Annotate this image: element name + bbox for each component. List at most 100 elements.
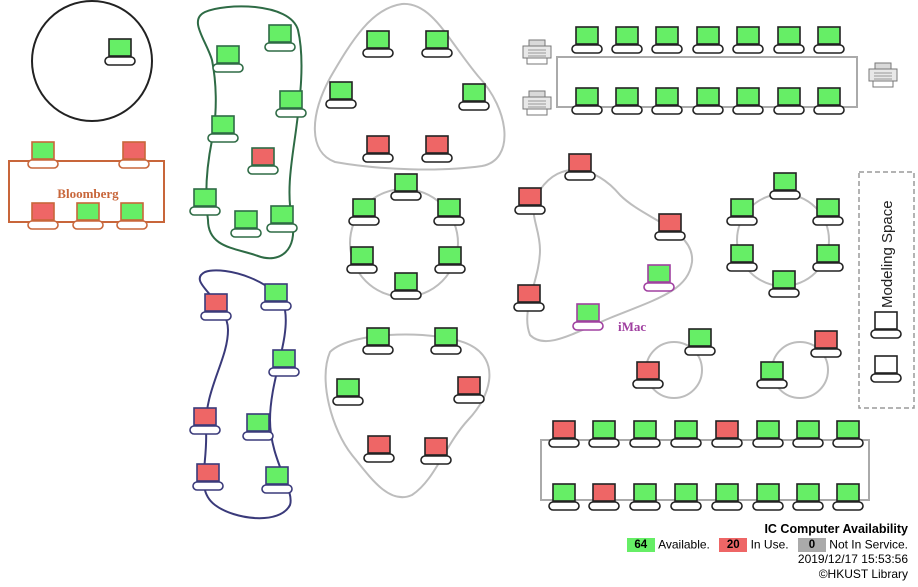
workstation-row-bot-9[interactable] [548,483,580,511]
workstation-row-top-4[interactable] [692,26,724,54]
workstation-modeling-2[interactable] [870,355,902,383]
workstation-row-bot-15[interactable] [792,483,824,511]
workstation-blue-2[interactable] [260,283,292,311]
workstation-tri-b-6[interactable] [420,437,452,465]
workstation-tri-a-6[interactable] [421,135,453,163]
workstation-row-top-2[interactable] [611,26,643,54]
workstation-blue-5[interactable] [242,413,274,441]
workstation-pair-b-2[interactable] [756,361,788,389]
workstation-hex-b-4[interactable] [726,244,758,272]
workstation-imac-4[interactable] [513,284,545,312]
workstation-row-bot-11[interactable] [629,483,661,511]
workstation-bloomberg-4[interactable] [72,202,104,230]
workstation-pair-a-2[interactable] [632,361,664,389]
legend-title: IC Computer Availability [764,522,908,536]
workstation-hex-b-3[interactable] [812,198,844,226]
monitor [816,244,840,263]
workstation-row-bot-6[interactable] [752,420,784,448]
monitor [438,246,462,265]
workstation-tri-a-1[interactable] [362,30,394,58]
workstation-row-top-13[interactable] [773,87,805,115]
printer-2-icon [522,90,552,116]
workstation-green-2[interactable] [212,45,244,73]
monitor [836,420,860,439]
workstation-tri-a-4[interactable] [458,83,490,111]
workstation-green-5[interactable] [247,147,279,175]
monitor [576,303,600,322]
keyboard [692,105,724,115]
workstation-hex-b-2[interactable] [726,198,758,226]
workstation-pair-b-1[interactable] [810,330,842,358]
workstation-imac-5[interactable] [643,264,675,292]
workstation-tri-b-4[interactable] [453,376,485,404]
workstation-green-1[interactable] [264,24,296,52]
workstation-row-bot-13[interactable] [711,483,743,511]
workstation-green-4[interactable] [207,115,239,143]
workstation-bloomberg-5[interactable] [116,202,148,230]
workstation-row-top-6[interactable] [773,26,805,54]
keyboard [773,44,805,54]
workstation-row-bot-14[interactable] [752,483,784,511]
workstation-blue-3[interactable] [268,349,300,377]
workstation-imac-6[interactable] [572,303,604,331]
workstation-tri-a-3[interactable] [325,81,357,109]
workstation-pair-a-1[interactable] [684,328,716,356]
workstation-hex-b-5[interactable] [812,244,844,272]
workstation-row-top-9[interactable] [611,87,643,115]
not-in-service-count-badge: 0 [797,537,826,552]
workstation-green-7[interactable] [266,205,298,233]
workstation-bloomberg-3[interactable] [27,202,59,230]
workstation-hex-b-1[interactable] [769,172,801,200]
keyboard [362,345,394,355]
workstation-blue-7[interactable] [261,466,293,494]
workstation-modeling-1[interactable] [870,311,902,339]
workstation-tri-b-3[interactable] [332,378,364,406]
workstation-row-top-7[interactable] [813,26,845,54]
workstation-row-bot-3[interactable] [629,420,661,448]
workstation-row-top-3[interactable] [651,26,683,54]
workstation-hex-a-6[interactable] [390,272,422,300]
workstation-row-top-11[interactable] [692,87,724,115]
workstation-bloomberg-2[interactable] [118,141,150,169]
workstation-imac-3[interactable] [654,213,686,241]
workstation-tri-a-5[interactable] [362,135,394,163]
workstation-tri-a-2[interactable] [421,30,453,58]
workstation-row-bot-2[interactable] [588,420,620,448]
workstation-hex-b-6[interactable] [768,270,800,298]
workstation-imac-2[interactable] [514,187,546,215]
workstation-row-bot-7[interactable] [792,420,824,448]
workstation-row-bot-4[interactable] [670,420,702,448]
workstation-row-bot-10[interactable] [588,483,620,511]
workstation-hex-a-3[interactable] [433,198,465,226]
workstation-blue-6[interactable] [192,463,224,491]
workstation-row-bot-16[interactable] [832,483,864,511]
workstation-imac-1[interactable] [564,153,596,181]
workstation-bloomberg-1[interactable] [27,141,59,169]
workstation-round-1[interactable] [104,38,136,66]
workstation-blue-4[interactable] [189,407,221,435]
keyboard [629,438,661,448]
workstation-hex-a-1[interactable] [390,173,422,201]
workstation-row-top-1[interactable] [571,26,603,54]
workstation-row-top-14[interactable] [813,87,845,115]
workstation-row-top-10[interactable] [651,87,683,115]
workstation-tri-b-5[interactable] [363,435,395,463]
workstation-tri-b-1[interactable] [362,327,394,355]
workstation-row-top-5[interactable] [732,26,764,54]
workstation-green-8[interactable] [230,210,262,238]
workstation-row-bot-5[interactable] [711,420,743,448]
workstation-hex-a-2[interactable] [348,198,380,226]
workstation-row-bot-1[interactable] [548,420,580,448]
workstation-row-bot-8[interactable] [832,420,864,448]
monitor [517,284,541,303]
workstation-tri-b-2[interactable] [430,327,462,355]
monitor [367,435,391,454]
workstation-row-top-8[interactable] [571,87,603,115]
workstation-row-top-12[interactable] [732,87,764,115]
workstation-blue-1[interactable] [200,293,232,321]
workstation-row-bot-12[interactable] [670,483,702,511]
workstation-hex-a-5[interactable] [434,246,466,274]
workstation-green-6[interactable] [189,188,221,216]
workstation-green-3[interactable] [275,90,307,118]
workstation-hex-a-4[interactable] [346,246,378,274]
